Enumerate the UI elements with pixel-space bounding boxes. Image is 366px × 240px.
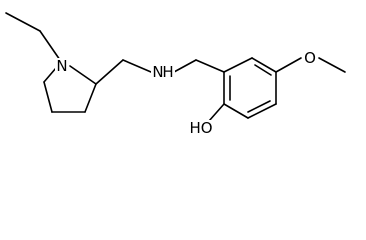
atom-n-amine: N <box>152 63 163 81</box>
atom-o-hydroxyl: HO <box>189 119 212 137</box>
bond-ch2-nh <box>122 59 152 73</box>
atom-n-amine-h: H <box>162 63 173 81</box>
atom-o-methoxy: O <box>304 49 316 67</box>
bond-o-ch3 <box>318 57 346 73</box>
bond-ar-o-methoxy <box>275 57 302 73</box>
molecule-drawing: N N H O HO <box>5 12 346 137</box>
bond-ring-c2-c3 <box>84 83 97 113</box>
bond-ar-oh <box>208 103 225 122</box>
bond-ring-c5-n <box>43 67 57 83</box>
bond-nh-ch2 <box>173 59 197 73</box>
bond-ethyl-ch3 <box>5 12 41 32</box>
bond-c2-ch2 <box>95 59 124 85</box>
bond-ar-c4-c5 <box>247 103 277 119</box>
bond-ar-double-1 <box>254 64 272 76</box>
structure-diagram: N N H O HO <box>5 12 346 137</box>
bond-ar-c2-c3 <box>251 57 277 73</box>
atom-n-ring: N <box>56 57 67 75</box>
bond-ring-c4-c5 <box>43 81 53 113</box>
bond-ar-c1-c2 <box>223 57 253 73</box>
bond-ar-c5-c6 <box>223 103 249 119</box>
bond-ring-n-c2 <box>69 65 97 85</box>
bond-ch2-aryl <box>195 59 225 73</box>
bond-ethyl-ch2 <box>39 30 61 61</box>
bond-ar-double-2 <box>247 100 271 113</box>
